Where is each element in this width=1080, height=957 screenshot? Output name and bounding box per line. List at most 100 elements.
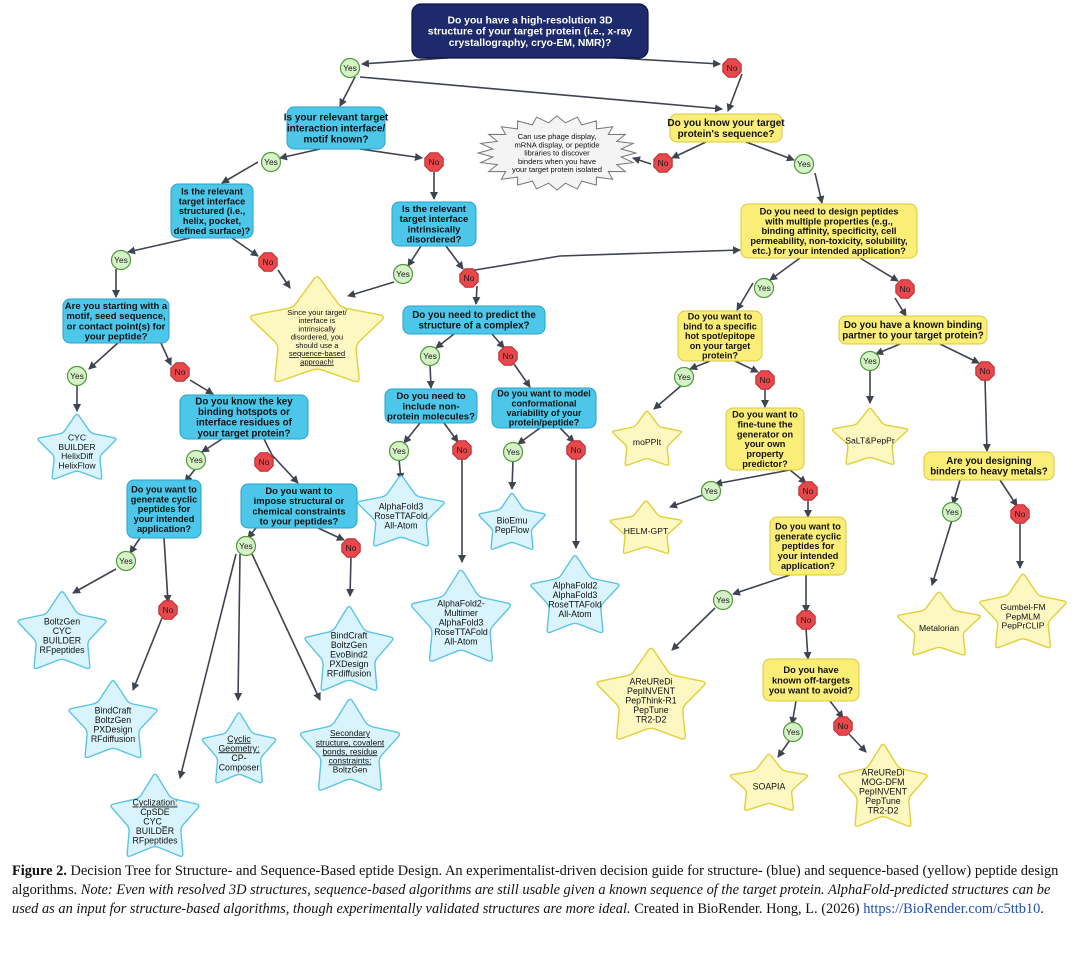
node-text-line: Do you want to <box>732 409 798 419</box>
node-text-line: All-Atom <box>558 609 591 619</box>
connector-arrow <box>803 627 812 660</box>
node-text-line: target interface <box>179 196 245 206</box>
node-text-line: defined surface)? <box>174 226 251 236</box>
connector-arrow <box>403 422 421 444</box>
node-text-line: should use a <box>295 341 339 350</box>
caption-end: . <box>1040 901 1044 917</box>
connector-arrow <box>508 459 517 490</box>
node-text-line: All-Atom <box>444 637 477 647</box>
node-text-line: Do you have <box>783 665 838 675</box>
node-text-line: etc.) for your intended application? <box>752 246 906 256</box>
node-text-line: Is the relevant <box>402 204 467 215</box>
node-text-line: PepTune <box>865 796 900 806</box>
connector-arrow <box>317 527 345 541</box>
node-text-line: binders when you have <box>518 157 596 166</box>
node-text-line: your target protein isolated <box>512 165 602 174</box>
connector-arrow <box>517 427 541 445</box>
yes-label: Yes <box>114 255 128 265</box>
connector-arrow <box>201 438 223 453</box>
connector-arrow <box>435 333 455 349</box>
node-text-line: intrinsically <box>298 325 335 334</box>
node-text-line: RoseTTAFold <box>548 600 602 610</box>
connector-arrow <box>443 422 459 443</box>
connector-arrow <box>951 479 961 505</box>
connector-arrow <box>426 363 435 389</box>
no-label: No <box>464 273 475 283</box>
node-text-line: BUILDER <box>136 826 174 836</box>
node-star-metalorian: Metalorian <box>897 591 981 656</box>
node-text-line: fine-tune the <box>737 419 792 429</box>
caption-figure-label: Figure 2. <box>12 863 67 879</box>
yes-badge: Yes <box>700 480 722 502</box>
node-text-line: Do you want to <box>131 484 197 494</box>
connector-arrow <box>129 537 141 554</box>
yes-badge: Yes <box>502 441 524 463</box>
connector-arrow <box>407 245 422 267</box>
node-text-line: AReUReDi <box>629 677 672 687</box>
node-text-line: structure, covalent <box>316 737 385 747</box>
yes-label: Yes <box>119 556 133 566</box>
yes-badge: Yes <box>673 366 695 388</box>
connector-arrow <box>632 156 652 165</box>
node-text-line: bind to a specific <box>683 321 757 331</box>
node-text-line: BoltzGen <box>333 765 368 775</box>
node-text-line: RFpeptides <box>133 836 179 846</box>
node-text-line: protein? <box>702 351 738 361</box>
connector-arrow <box>875 343 901 355</box>
yes-badge: Yes <box>793 153 815 175</box>
node-text-line: approach! <box>300 357 334 366</box>
biorender-link[interactable]: https://BioRender.com/c5ttb10 <box>863 901 1041 917</box>
node-text-line: binding affinity, specificity, cell <box>762 226 897 236</box>
connector-arrow <box>127 237 191 255</box>
node-text-line: Cyclization: <box>133 798 178 808</box>
node-text-line: target interface <box>400 214 469 225</box>
node-text-line: hot spot/epitope <box>685 331 755 341</box>
no-badge: No <box>170 362 190 382</box>
yes-badge: Yes <box>66 365 88 387</box>
yes-label: Yes <box>677 372 691 382</box>
connector-arrow <box>930 519 953 586</box>
figure-caption: Figure 2. Decision Tree for Structure- a… <box>12 862 1068 919</box>
node-text-line: application? <box>781 561 835 571</box>
node-text-line: libraries to discover <box>524 149 590 158</box>
node-text-line: known off-targets <box>772 675 850 685</box>
node-text-line: you want to avoid? <box>769 685 854 695</box>
node-text-line: peptides for <box>782 541 835 551</box>
node-text-line: AReUReDi <box>861 768 904 778</box>
node-text-line: RFpeptides <box>40 645 86 655</box>
yes-label: Yes <box>392 446 406 456</box>
yes-label: Yes <box>264 157 278 167</box>
connector-arrow <box>777 739 791 758</box>
node-text-line: disordered? <box>407 235 462 246</box>
node-text-line: constraints: <box>329 755 372 765</box>
node-text-line: CYC_ <box>143 817 167 827</box>
node-text-line: your peptide? <box>85 332 148 343</box>
connector-arrow <box>726 73 743 112</box>
node-text-line: Composer <box>219 762 260 772</box>
connector-arrow <box>859 257 899 282</box>
no-label: No <box>727 63 738 73</box>
node-text-line: application? <box>137 524 191 534</box>
node-text-line: TR2-D2 <box>636 715 667 725</box>
node-text-line: CYC <box>53 626 72 636</box>
no-badge: No <box>452 440 472 460</box>
node-text-line: BUILDER <box>58 442 95 452</box>
connector-arrow <box>939 343 980 364</box>
caption-note: Note: Even with resolved 3D structures, … <box>12 882 1051 917</box>
connector-arrow <box>247 527 257 539</box>
node-text-line: helix, pocket, <box>183 216 241 226</box>
node-text-line: motif, seed sequence, <box>66 311 165 322</box>
node-text-line: variability of your <box>506 408 582 418</box>
node-text-line: interaction interface/ <box>287 124 386 135</box>
yes-label: Yes <box>716 595 730 605</box>
yes-badge: Yes <box>388 440 410 462</box>
connector-arrow <box>848 733 867 753</box>
connector-arrow <box>671 607 716 651</box>
no-badge: No <box>258 252 278 272</box>
